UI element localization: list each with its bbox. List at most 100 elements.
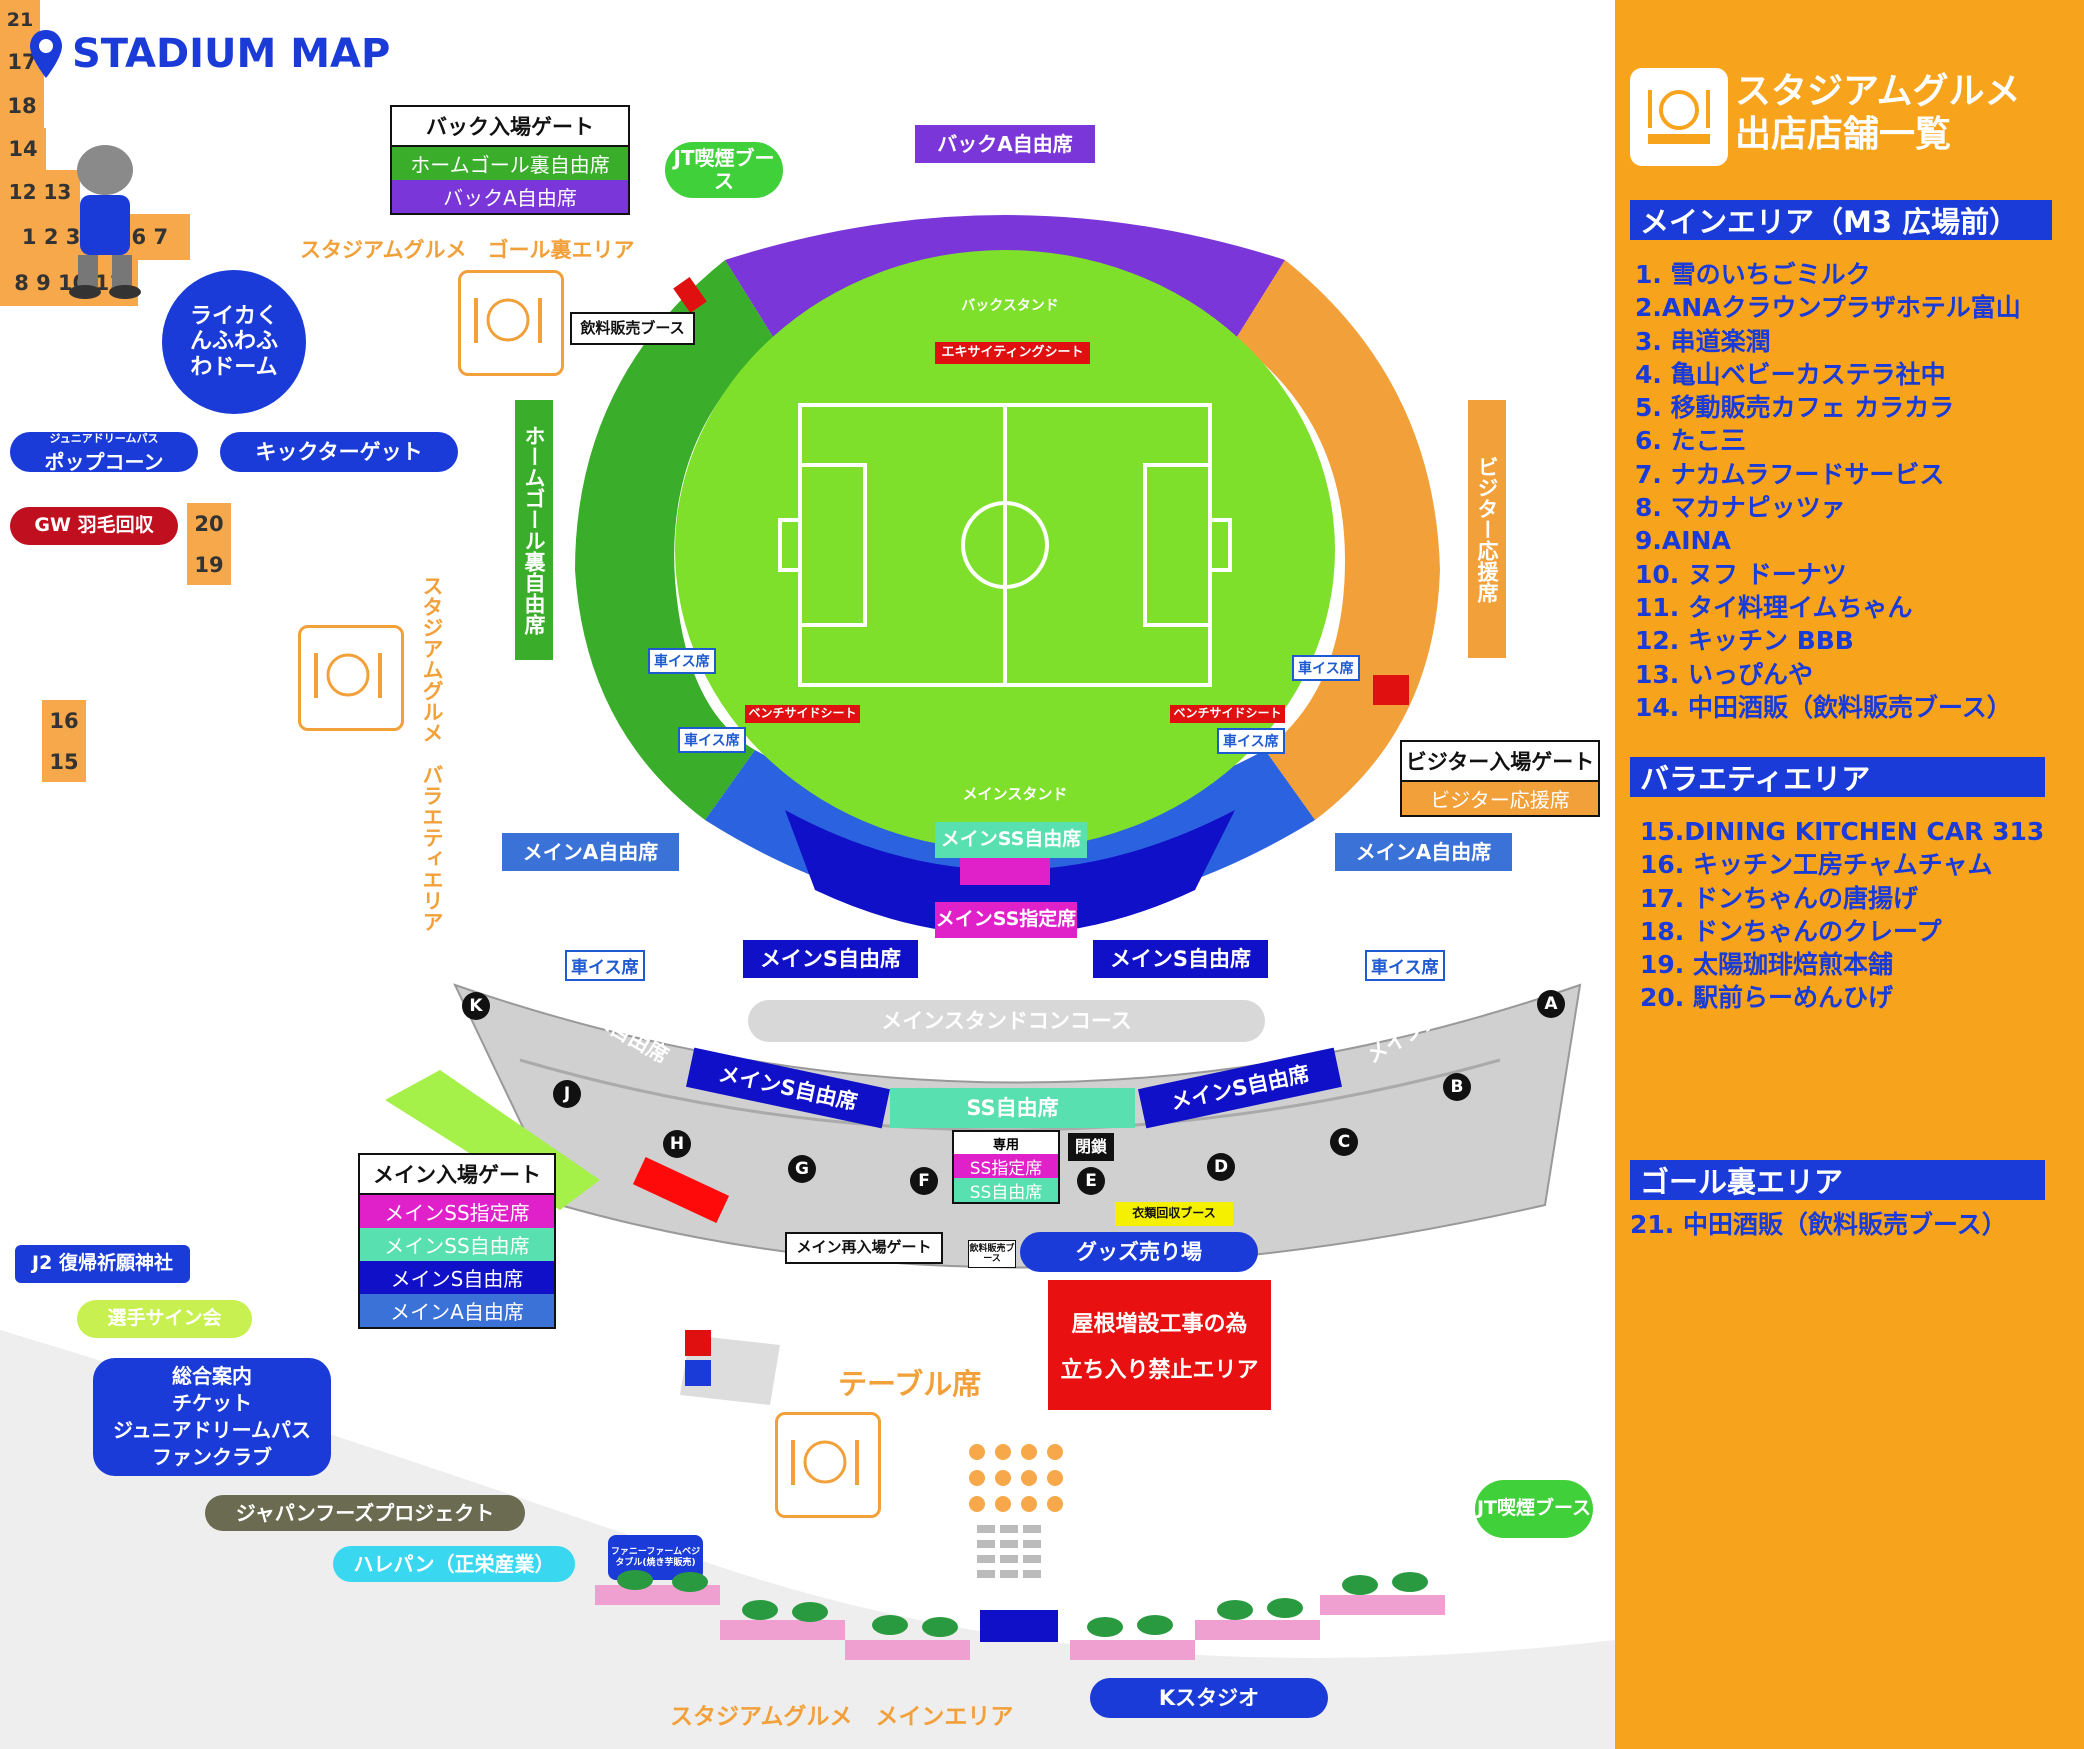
exclusive-ss-reserved: SS指定席: [954, 1154, 1058, 1179]
gate-e: E: [1077, 1167, 1105, 1195]
j2-shrine: J2 復帰祈願神社: [15, 1245, 190, 1283]
main-s-seat-left: メインS自由席: [743, 940, 918, 978]
shop-item: 21. 中田酒販（飲料販売ブース）: [1630, 1210, 2007, 1239]
gourmet-logo-icon: [1630, 68, 1728, 166]
stall-16-15: 16 15: [42, 700, 86, 782]
visitor-entrance-gate: ビジター入場ゲート ビジター応援席: [1400, 740, 1600, 817]
gate-c: C: [1330, 1128, 1358, 1156]
shop-item: 15.DINING KITCHEN CAR 313: [1640, 817, 2045, 846]
info-line-2: チケット: [172, 1391, 252, 1415]
sidebar-header-line1: スタジアムグルメ: [1735, 71, 2021, 112]
stall-19: 19: [194, 552, 224, 577]
wheelchair-seat-5: 車イス席: [565, 950, 645, 981]
shop-item: 20. 駅前らーめんひげ: [1640, 983, 1893, 1013]
exclusive-gate: 専用 SS指定席 SS自由席: [952, 1130, 1060, 1204]
shop-item: 1. 雪のいちごミルク: [1635, 260, 1871, 289]
gourmet-goal-area-label: スタジアムグルメ ゴール裏エリア: [300, 237, 635, 262]
section-variety-title: バラエティエリア: [1630, 757, 2045, 797]
gate-f: F: [910, 1167, 938, 1195]
page-title: STADIUM MAP: [72, 31, 391, 77]
sidebar-header: スタジアムグルメ 出店店舗一覧: [1735, 70, 2020, 156]
shop-item: 5. 移動販売カフェ カラカラ: [1635, 393, 1955, 423]
main-gate-title: メイン入場ゲート: [360, 1155, 554, 1195]
shop-item: 18. ドンちゃんのクレープ: [1640, 916, 1942, 946]
main-gate-a-free: メインA自由席: [360, 1294, 554, 1327]
main-gate-ss-reserved: メインSS指定席: [360, 1195, 554, 1228]
main-a-seat-left: メインA自由席: [502, 833, 679, 871]
gw-feather-collection: GW 羽毛回収: [10, 507, 178, 545]
stall-16: 16: [49, 708, 79, 733]
clothing-collection-booth: 衣類回収ブース: [1115, 1202, 1233, 1226]
info-line-4: ファンクラブ: [152, 1445, 272, 1469]
shop-item: 10. ヌフ ドーナツ: [1635, 559, 1847, 589]
main-stand-label: メインスタンド: [962, 785, 1068, 804]
info-line-3: ジュニアドリームパス: [113, 1418, 311, 1442]
tent-grid: [969, 1444, 1063, 1642]
drink-booth-top-label: 飲料販売ブース: [570, 312, 695, 345]
main-a-seat-right: メインA自由席: [1335, 833, 1512, 871]
stall-14: 14: [0, 128, 46, 170]
wheelchair-seat-4: 車イス席: [1217, 728, 1285, 754]
location-pin-icon: [28, 28, 64, 80]
popcorn-title: ポップコーン: [44, 449, 164, 474]
stadium-map: STADIUM MAP バック入場ゲート ホームゴール裏自由席 バックA自由席 …: [0, 0, 1615, 1749]
info-line-1: 総合案内: [172, 1364, 252, 1388]
gate-k: K: [462, 992, 490, 1020]
jt-smoking-booth-bottom: JT喫煙ブース: [1475, 1480, 1593, 1538]
popcorn-subtitle: ジュニアドリームパス: [49, 431, 159, 445]
shop-item: 9.AINA: [1635, 526, 1731, 556]
kick-target-booth: キックターゲット: [220, 432, 458, 472]
exclusive-ss-free: SS自由席: [954, 1178, 1058, 1203]
main-reentry-gate: メイン再入場ゲート: [785, 1232, 943, 1264]
exclusive-head: 専用: [992, 1137, 1019, 1153]
gourmet-main-icon: [775, 1412, 881, 1518]
shop-item: 2.ANAクラウンプラザホテル富山: [1635, 293, 2021, 323]
sidebar-header-line2: 出店店舗一覧: [1735, 114, 1952, 156]
wheelchair-seat-1: 車イス席: [648, 648, 716, 674]
harepan-booth: ハレパン（正栄産業）: [333, 1546, 575, 1582]
gate-a: A: [1537, 990, 1565, 1018]
shop-item: 7. ナカムラフードサービス: [1635, 459, 1945, 489]
stall-20-19: 20 19: [187, 503, 231, 585]
stall-18: 18: [0, 84, 44, 128]
tent-rows: [595, 1570, 1445, 1660]
wheelchair-seat-6: 車イス席: [1365, 950, 1445, 981]
bench-side-left-label: ベンチサイドシート: [745, 705, 860, 723]
main-gate-s-free: メインS自由席: [360, 1261, 554, 1294]
gourmet-goal-icon: [458, 270, 564, 376]
k-studio: Kスタジオ: [1090, 1678, 1328, 1718]
main-ss-reserved-seat: メインSS指定席: [935, 902, 1077, 938]
stall-21: 21: [0, 0, 40, 40]
mascot-image: [69, 145, 141, 299]
home-goal-seat-label: ホームゴール裏自由席: [515, 400, 553, 660]
arc-ss-free: SS自由席: [890, 1088, 1135, 1128]
information-booth: 総合案内 チケット ジュニアドリームパス ファンクラブ: [93, 1358, 331, 1476]
stall-20: 20: [194, 511, 224, 536]
gourmet-variety-area-label: スタジアムグルメ バラエティエリア: [420, 575, 444, 932]
shop-item: 16. キッチン工房チャムチャム: [1640, 850, 1993, 880]
back-gate-home-goal: ホームゴール裏自由席: [392, 147, 628, 180]
shop-item: 14. 中田酒販（飲料販売ブース）: [1635, 692, 2012, 722]
section-main-title: メインエリア（M3 広場前）: [1630, 200, 2052, 240]
stall-12-13: 12 13: [0, 170, 80, 214]
main-s-seat-right: メインS自由席: [1093, 940, 1268, 978]
player-signing: 選手サイン会: [77, 1300, 252, 1338]
back-gate-back-a: バックA自由席: [392, 180, 628, 213]
closed-label: 閉鎖: [1068, 1133, 1114, 1161]
section-variety-list: 15.DINING KITCHEN CAR 313 16. キッチン工房チャムチ…: [1640, 815, 2044, 1015]
shop-item: 13. いっぴんや: [1635, 659, 1813, 689]
wheelchair-seat-2: 車イス席: [678, 727, 746, 753]
back-stand-label: バックスタンド: [961, 297, 1059, 314]
gourmet-main-area-label: スタジアムグルメ メインエリア: [670, 1703, 1014, 1730]
main-ss-free-seat: メインSS自由席: [935, 822, 1087, 858]
bench-side-right-label: ベンチサイドシート: [1170, 705, 1285, 723]
shop-item: 12. キッチン BBB: [1635, 626, 1854, 656]
back-gate-title: バック入場ゲート: [392, 107, 628, 147]
shop-item: 17. ドンちゃんの唐揚げ: [1640, 883, 1918, 913]
no-entry-line2: 立ち入り禁止エリア: [1060, 1358, 1259, 1383]
gate-b: B: [1443, 1073, 1471, 1101]
popcorn-booth: ジュニアドリームパス ポップコーン: [10, 431, 198, 474]
jt-smoking-booth-top: JT喫煙ブース: [665, 142, 783, 198]
goods-shop: グッズ売り場: [1020, 1232, 1258, 1272]
back-entrance-gate: バック入場ゲート ホームゴール裏自由席 バックA自由席: [390, 105, 630, 215]
